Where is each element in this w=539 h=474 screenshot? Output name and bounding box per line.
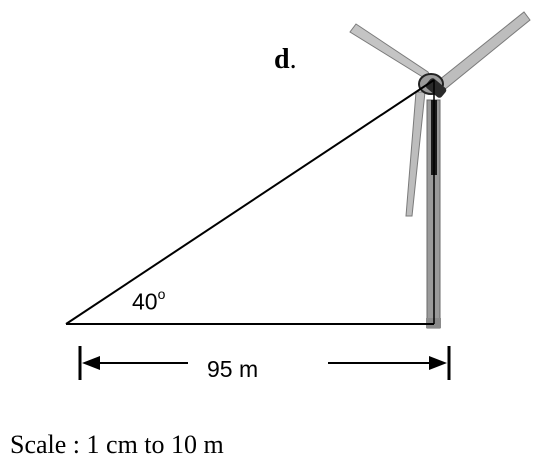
part-label: d.	[274, 44, 297, 75]
turbine-blade-upper-right	[433, 11, 531, 91]
triangle-hypotenuse	[65, 79, 435, 325]
scale-text: Scale : 1 cm to 10 m	[10, 430, 224, 459]
wind-turbine-icon	[349, 11, 531, 329]
turbine-blade-lower	[405, 91, 426, 217]
dimension-arrowhead-right	[429, 356, 447, 370]
turbine-blade-upper-left	[349, 23, 436, 86]
distance-label: 95 m	[207, 356, 259, 382]
dimension-arrowhead-left	[82, 356, 100, 370]
angle-label: 40o	[132, 286, 166, 315]
